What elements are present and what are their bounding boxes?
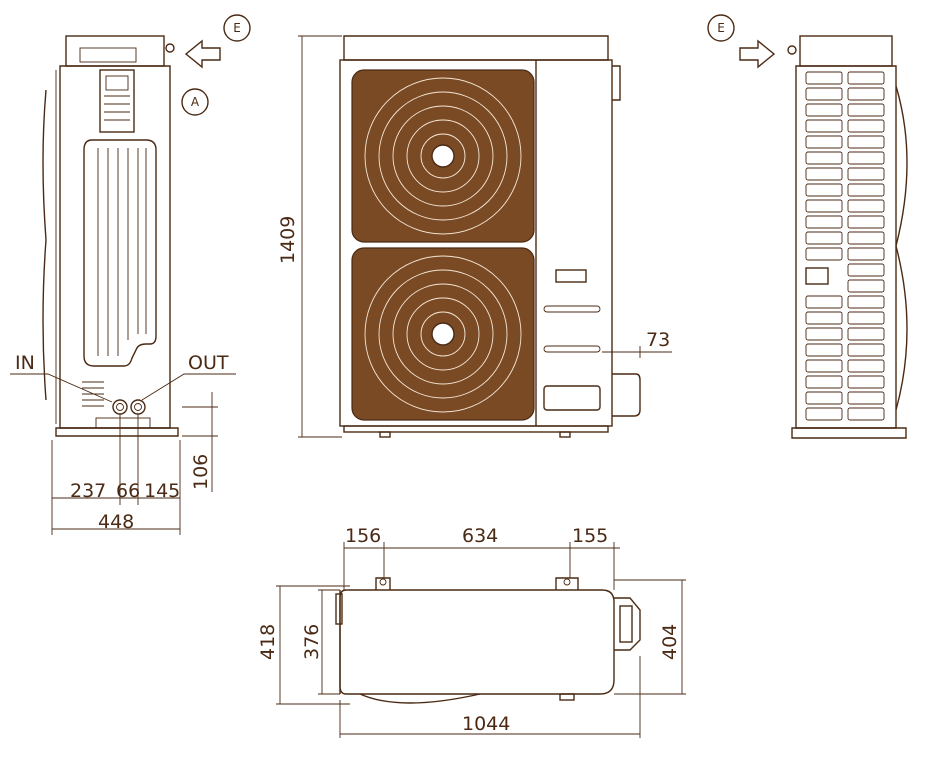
- dim-404: 404: [659, 624, 681, 660]
- louver-slot: [805, 167, 843, 181]
- louver-slot: [847, 263, 885, 277]
- louver-slot: [847, 199, 885, 213]
- louver-slot: [805, 103, 843, 117]
- louver-slot: [847, 151, 885, 165]
- dim-156: 156: [345, 525, 381, 547]
- svg-text:A: A: [191, 95, 200, 109]
- louver-slot: [805, 71, 843, 85]
- dim-106: 106: [190, 454, 212, 490]
- louver-slot: [847, 71, 885, 85]
- dim-237: 237: [70, 480, 106, 502]
- view-a-label: A: [181, 88, 209, 116]
- arrow-left-icon: [184, 39, 221, 69]
- louver-slot: [847, 343, 885, 357]
- louver-slot: [847, 247, 885, 261]
- louver-slot: [847, 407, 885, 421]
- louver-slot: [805, 231, 843, 245]
- dim-145: 145: [144, 480, 180, 502]
- top-dimensions: [276, 542, 686, 738]
- top-view: [335, 577, 641, 704]
- front-dimensions: [298, 35, 672, 438]
- louver-slot: [847, 359, 885, 373]
- louver-slot: [847, 215, 885, 229]
- louver-slot: [805, 311, 843, 325]
- louver-slot: [847, 167, 885, 181]
- louver-slot: [847, 391, 885, 405]
- louver-slot: [805, 247, 843, 261]
- louver-slot: [847, 295, 885, 309]
- louver-slot: [847, 375, 885, 389]
- dim-376: 376: [301, 624, 323, 660]
- louver-slot: [805, 343, 843, 357]
- svg-text:E: E: [233, 21, 241, 35]
- louver-slot: [847, 135, 885, 149]
- dim-66: 66: [116, 480, 140, 502]
- louver-slot: [805, 151, 843, 165]
- louver-slot: [847, 119, 885, 133]
- louver-slot: [847, 183, 885, 197]
- louver-slot: [847, 311, 885, 325]
- louver-slot: [847, 327, 885, 341]
- side-view-right: [787, 35, 908, 439]
- dim-155: 155: [572, 525, 608, 547]
- dim-73: 73: [646, 329, 670, 351]
- out-label: OUT: [141, 352, 236, 401]
- svg-text:IN: IN: [15, 352, 35, 374]
- view-e-label-right: E: [707, 14, 735, 42]
- dim-448: 448: [98, 511, 134, 533]
- view-e-label-left: E: [223, 14, 251, 42]
- louver-slot: [847, 87, 885, 101]
- louver-slot: [805, 87, 843, 101]
- louver-slot: [847, 231, 885, 245]
- louver-slot: [805, 199, 843, 213]
- louver-slot: [805, 215, 843, 229]
- dim-1409: 1409: [277, 216, 299, 264]
- louver-slot: [805, 359, 843, 373]
- front-view: [339, 35, 641, 438]
- louver-slot: [805, 295, 843, 309]
- arrow-right-icon: [739, 39, 776, 69]
- in-label: IN: [10, 352, 113, 403]
- side-dimensions: [51, 392, 218, 535]
- dim-1044: 1044: [462, 713, 510, 735]
- right-louvers: [805, 71, 885, 421]
- louver-slot: [847, 279, 885, 293]
- side-view-left: [42, 35, 179, 437]
- louver-slot: [805, 391, 843, 405]
- svg-text:E: E: [717, 21, 725, 35]
- louver-slot: [805, 135, 843, 149]
- louver-slot: [805, 119, 843, 133]
- louver-slot: [805, 407, 843, 421]
- louver-slot: [847, 103, 885, 117]
- louver-slot: [805, 375, 843, 389]
- louver-slot: [805, 327, 843, 341]
- louver-slot: [805, 183, 843, 197]
- dim-418: 418: [257, 624, 279, 660]
- svg-text:OUT: OUT: [188, 352, 229, 374]
- dim-634: 634: [462, 525, 498, 547]
